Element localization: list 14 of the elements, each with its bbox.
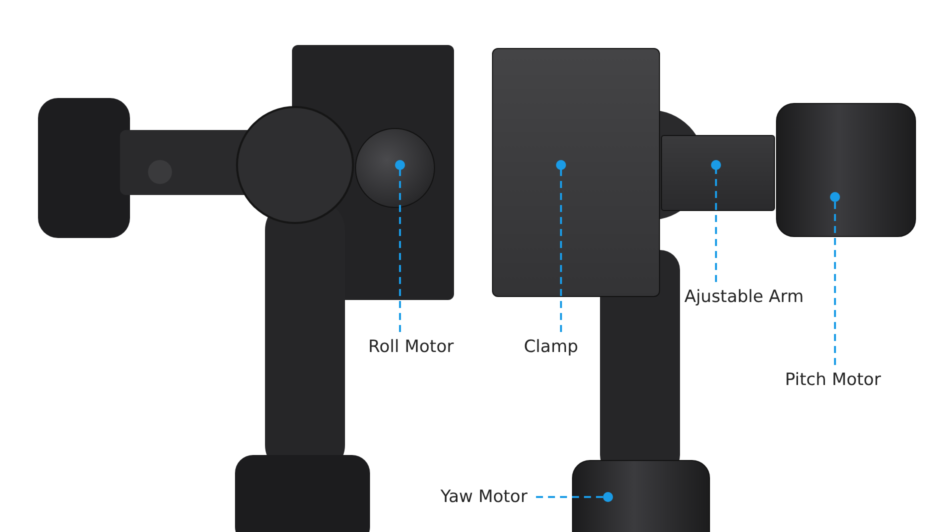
part-label: Ajustable Arm [678,286,810,308]
leader-line [830,192,840,365]
phone-clamp [492,48,660,297]
leader-line [395,160,405,332]
arm-part [661,135,775,211]
motor-part [572,460,710,532]
part-label: Pitch Motor [777,369,889,391]
motor-part [776,103,916,237]
leader-line [536,492,613,502]
leader-line [556,160,566,332]
part-label: Yaw Motor [434,486,534,508]
leader-line [711,160,721,282]
part-label: Roll Motor [361,336,461,358]
part-label: Clamp [520,336,582,358]
